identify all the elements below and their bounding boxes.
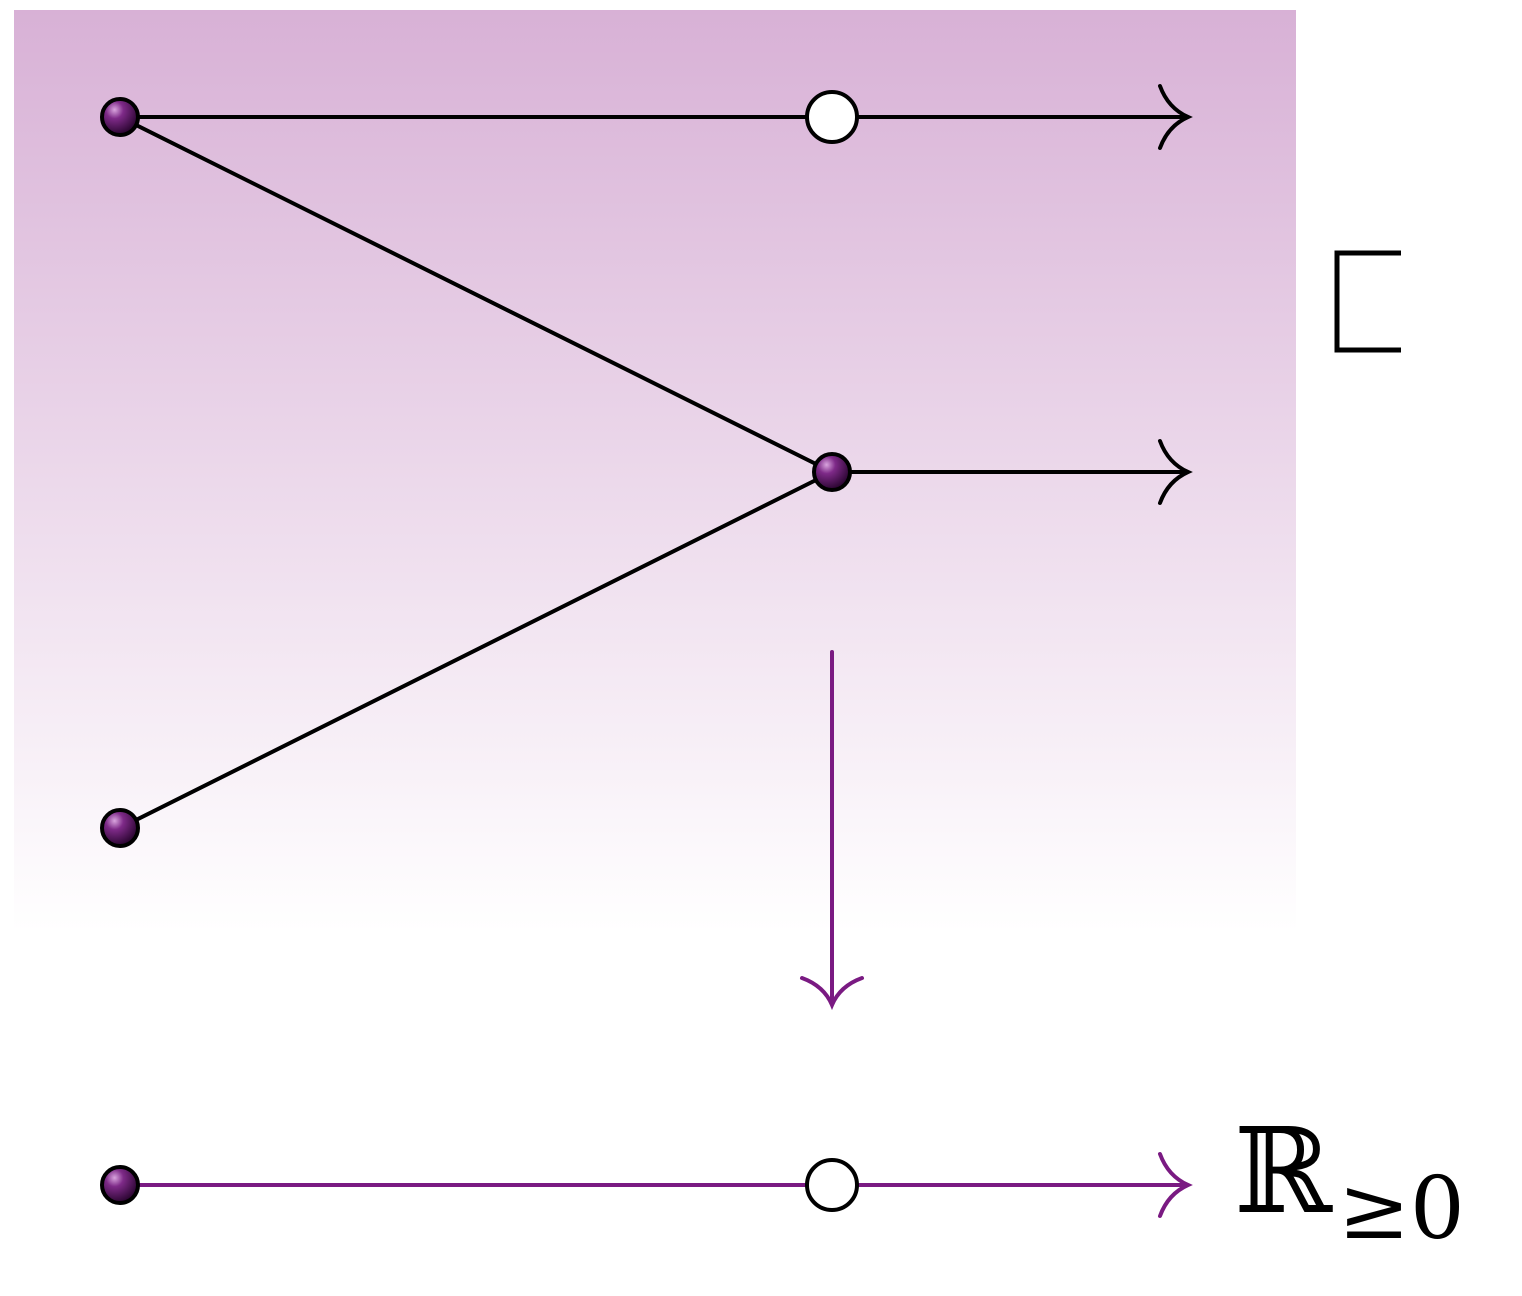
projection-arrow xyxy=(800,650,864,1011)
base-open-node xyxy=(805,1158,859,1212)
arrowhead-down-icon xyxy=(800,976,864,1011)
open-node-top xyxy=(805,90,859,144)
node-bottom-left xyxy=(100,808,140,848)
edge-lower-diagonal xyxy=(118,470,834,830)
base-line xyxy=(118,1152,1193,1218)
arrowhead-top-icon xyxy=(1158,84,1193,150)
node-top-left xyxy=(100,97,140,137)
upper-graph xyxy=(118,84,1193,830)
base-label-main: ℝ xyxy=(1234,1102,1333,1240)
node-junction xyxy=(812,452,852,492)
base-node-left xyxy=(100,1165,140,1205)
arrowhead-base-icon xyxy=(1158,1152,1193,1218)
base-label-subscript: ≥0 xyxy=(1338,1159,1465,1259)
edge-upper-diagonal xyxy=(118,115,834,474)
arrowhead-middle-icon xyxy=(1158,439,1193,505)
box-symbol-icon xyxy=(1334,250,1401,353)
